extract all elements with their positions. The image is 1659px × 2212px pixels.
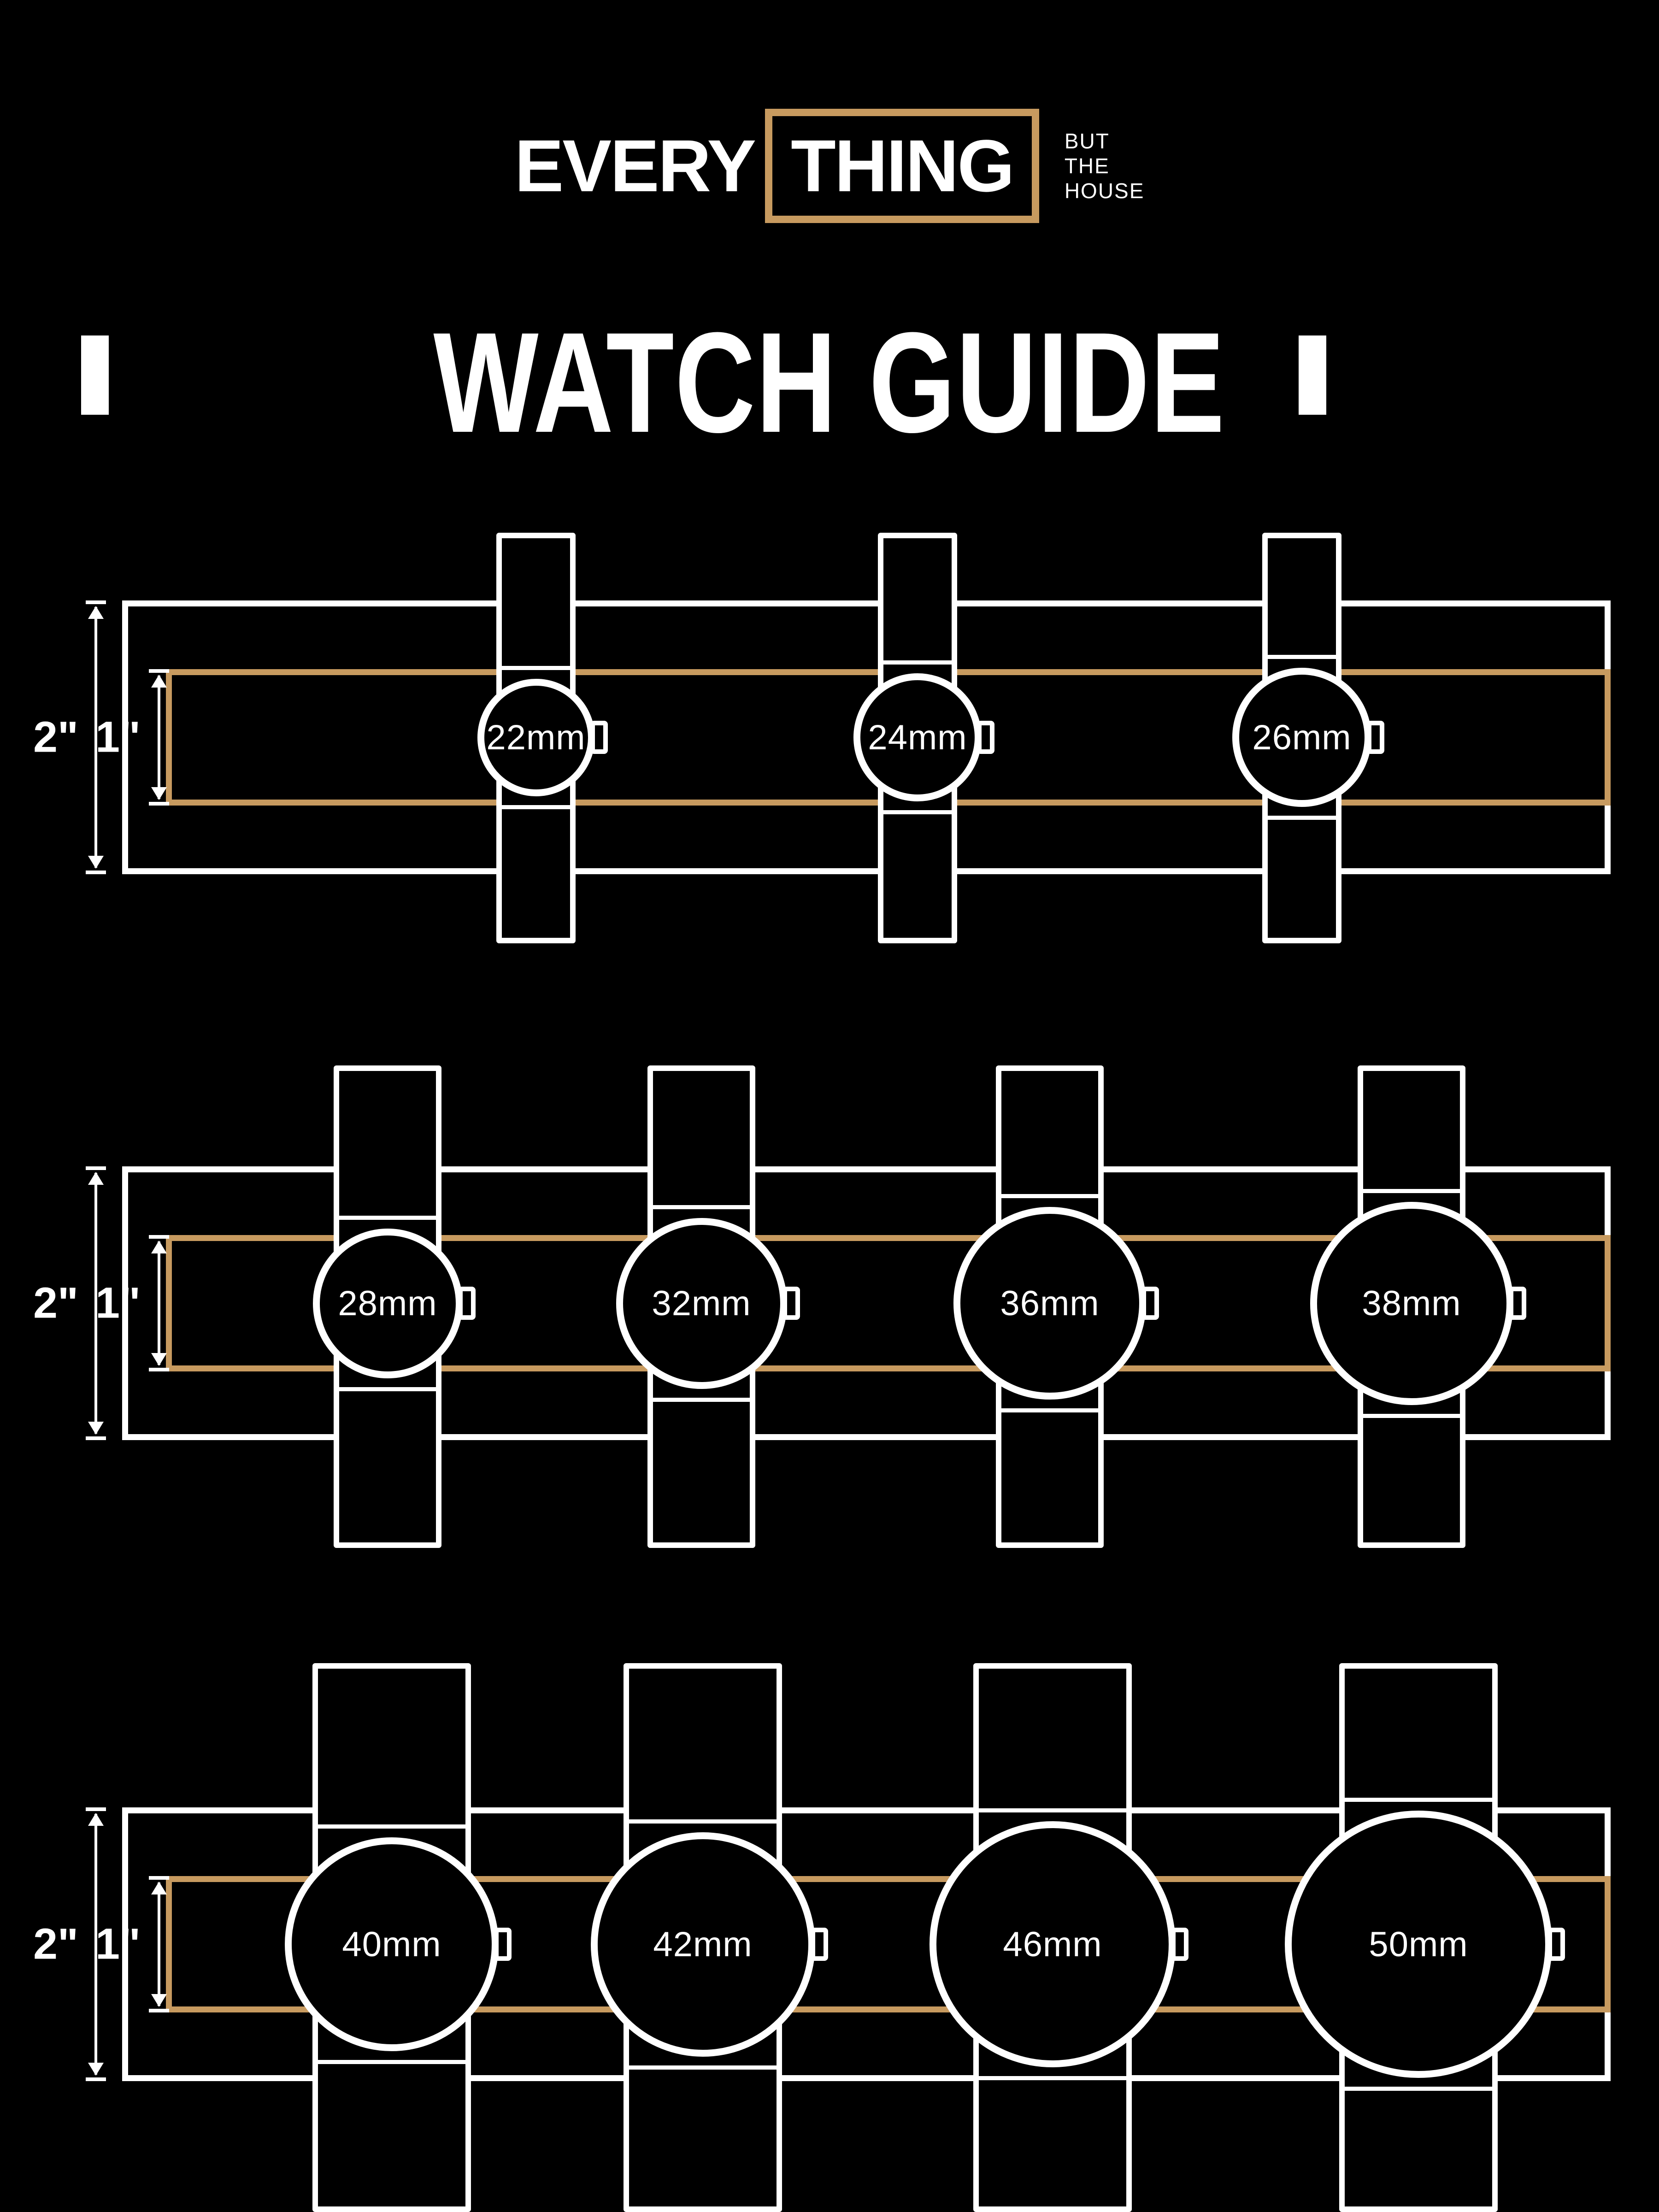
measure-line xyxy=(158,676,160,799)
measure-1in xyxy=(149,1235,169,1371)
page-title: WATCH GUIDE xyxy=(0,300,1659,465)
watch-size-label: 24mm xyxy=(868,718,967,757)
measure-tick-top xyxy=(149,1235,169,1239)
lug-bar-top xyxy=(502,665,570,670)
lug-bar-top xyxy=(883,660,952,665)
watch-size-label: 22mm xyxy=(486,718,586,757)
lug-bar-bottom xyxy=(883,810,952,814)
watch-face: 46mm xyxy=(930,1821,1176,2067)
measure-tick-bottom xyxy=(149,2009,169,2012)
lug-bar-top xyxy=(318,1824,465,1829)
measure-2in xyxy=(86,600,106,874)
measure-tick-bottom xyxy=(149,1368,169,1371)
watch-size-label: 38mm xyxy=(1362,1283,1461,1323)
measure-line xyxy=(94,1173,97,1434)
logo-word-every: EVERY xyxy=(514,124,756,207)
inner-band-1in xyxy=(166,1235,1611,1371)
tagline-line-but: BUT xyxy=(1064,129,1110,153)
measure-tick-bottom xyxy=(149,802,169,806)
lug-bar-bottom xyxy=(653,1397,750,1402)
arrow-down-icon xyxy=(88,2063,104,2076)
page-title-text: WATCH GUIDE xyxy=(433,302,1226,462)
inner-band-label: 1" xyxy=(95,712,141,762)
watch-face: 50mm xyxy=(1285,1811,1552,2078)
title-edge-mark-left xyxy=(81,335,109,415)
watch-face: 40mm xyxy=(285,1837,499,2051)
outer-band-2in xyxy=(122,1807,1611,2081)
measure-tick-top xyxy=(86,600,106,604)
lug-bar-top xyxy=(339,1215,436,1220)
logo-tagline: BUT THE HOUSE xyxy=(1065,129,1145,203)
measure-tick-top xyxy=(149,669,169,673)
lug-bar-bottom xyxy=(979,2076,1126,2080)
lug-bar-top xyxy=(629,1819,777,1824)
tagline-line-house: HOUSE xyxy=(1064,179,1145,203)
outer-band-label: 2" xyxy=(33,1278,78,1328)
watch-size-label: 36mm xyxy=(1000,1283,1100,1323)
lug-bar-bottom xyxy=(318,2060,465,2064)
watch-size-label: 46mm xyxy=(1003,1924,1102,1964)
outer-band-2in xyxy=(122,600,1611,874)
watch-size-label: 28mm xyxy=(338,1283,437,1323)
arrow-down-icon xyxy=(151,787,167,800)
measure-line xyxy=(158,1241,160,1365)
logo-box: THING xyxy=(765,109,1039,223)
measure-1in xyxy=(149,669,169,806)
lug-bar-bottom xyxy=(1268,816,1336,820)
lug-bar-bottom xyxy=(339,1387,436,1391)
measure-2in xyxy=(86,1807,106,2081)
logo-word-thing: THING xyxy=(791,124,1015,207)
measure-tick-top xyxy=(86,1807,106,1811)
arrow-down-icon xyxy=(151,1994,167,2007)
lug-bar-top xyxy=(1001,1194,1098,1198)
outer-band-label: 2" xyxy=(33,1919,78,1969)
watch-size-label: 26mm xyxy=(1252,718,1352,757)
measure-tick-bottom xyxy=(86,1436,106,1440)
measure-2in xyxy=(86,1166,106,1440)
inner-band-label: 1" xyxy=(95,1919,141,1969)
lug-bar-bottom xyxy=(502,805,570,809)
watch-size-label: 50mm xyxy=(1369,1924,1468,1964)
arrow-down-icon xyxy=(151,1353,167,1366)
arrow-down-icon xyxy=(88,1422,104,1435)
lug-bar-top xyxy=(1363,1188,1460,1193)
lug-bar-top xyxy=(653,1205,750,1209)
title-edge-mark-right xyxy=(1299,335,1326,415)
lug-bar-bottom xyxy=(1363,1413,1460,1418)
measure-tick-top xyxy=(149,1876,169,1880)
measure-tick-bottom xyxy=(86,871,106,874)
measure-line xyxy=(158,1883,160,2006)
arrow-down-icon xyxy=(88,856,104,869)
lug-bar-top xyxy=(979,1808,1126,1812)
lug-bar-bottom xyxy=(1001,1408,1098,1412)
watch-face: 42mm xyxy=(590,1832,815,2057)
measure-line xyxy=(94,607,97,868)
inner-band-label: 1" xyxy=(95,1278,141,1328)
measure-line xyxy=(94,1814,97,2075)
lug-bar-top xyxy=(1268,655,1336,659)
lug-bar-bottom xyxy=(1345,2087,1492,2091)
measure-tick-bottom xyxy=(86,2077,106,2081)
lug-bar-bottom xyxy=(629,2065,777,2070)
measure-1in xyxy=(149,1876,169,2012)
inner-band-1in xyxy=(166,1876,1611,2012)
watch-size-label: 40mm xyxy=(342,1924,441,1964)
brand-logo: EVERY THING BUT THE HOUSE xyxy=(0,97,1659,235)
lug-bar-top xyxy=(1345,1798,1492,1802)
tagline-line-the: THE xyxy=(1064,154,1110,178)
watch-size-label: 42mm xyxy=(653,1924,753,1964)
outer-band-label: 2" xyxy=(33,712,78,762)
measure-tick-top xyxy=(86,1166,106,1170)
watch-size-label: 32mm xyxy=(652,1283,751,1323)
